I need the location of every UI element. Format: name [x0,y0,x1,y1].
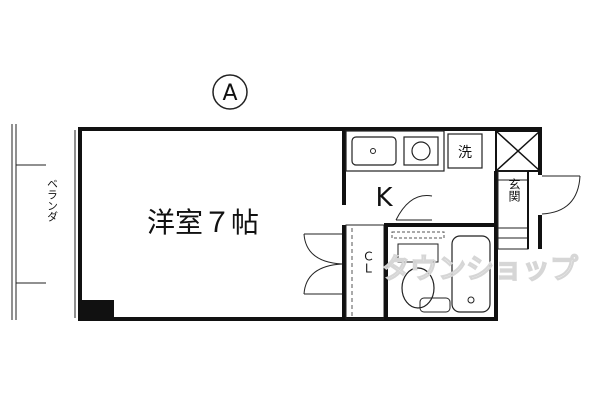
sink-drain-icon [370,148,376,154]
bathtub-icon [451,235,491,313]
pipe-shaft [495,127,542,175]
wall-room-kitchen-lower [342,225,346,321]
wall-bath-top [384,223,496,227]
sink-icon [351,136,397,166]
bathroom-door [395,195,433,221]
outer-walls [78,127,542,321]
kitchen-area: 洗 K [345,130,483,213]
closet: ＣＬ [345,224,385,320]
stove-burner-icon [411,141,431,161]
wall-right-upper [538,127,542,175]
toilet-tank [397,243,439,263]
unit-bath [384,171,498,321]
veranda-area: ベランダ [11,124,76,320]
closet-doors [303,233,343,295]
closet-door-top-swing [303,233,343,265]
front-door-swing [541,175,581,215]
structural-column [80,300,114,320]
washbasin-icon [419,297,451,313]
washer-space [447,133,483,169]
washer-label: 洗 [458,145,472,161]
western-room-label: 洋室７帖 [147,206,259,239]
pipe-shaft-cross-b [495,130,541,172]
closet-label: ＣＬ [361,250,375,274]
kitchen-counter [345,130,445,172]
wall-room-kitchen-upper [342,127,346,205]
stove-frame [403,136,439,166]
closet-door-bottom-swing [303,263,343,295]
bathroom-door-swing [395,195,433,221]
veranda-label: ベランダ [46,178,59,222]
wall-top [78,127,542,131]
compass-circle [212,74,248,110]
wall-bottom [78,317,498,321]
kitchen-label: K [375,183,393,213]
bath-shelf [391,231,445,239]
wall-right-lower [538,215,542,249]
entrance-label: 玄関 [507,177,521,202]
north-compass: A [212,74,248,110]
wall-bath-left [384,225,388,321]
entrance: 玄関 [497,170,581,250]
wall-bath-right [494,171,498,321]
watermark-logo: タウンショップ [382,252,579,285]
bathtub-drain-icon [467,296,475,304]
compass-north-arrow-icon: A [222,81,237,106]
toilet-icon [401,267,435,309]
wall-left [78,127,82,321]
